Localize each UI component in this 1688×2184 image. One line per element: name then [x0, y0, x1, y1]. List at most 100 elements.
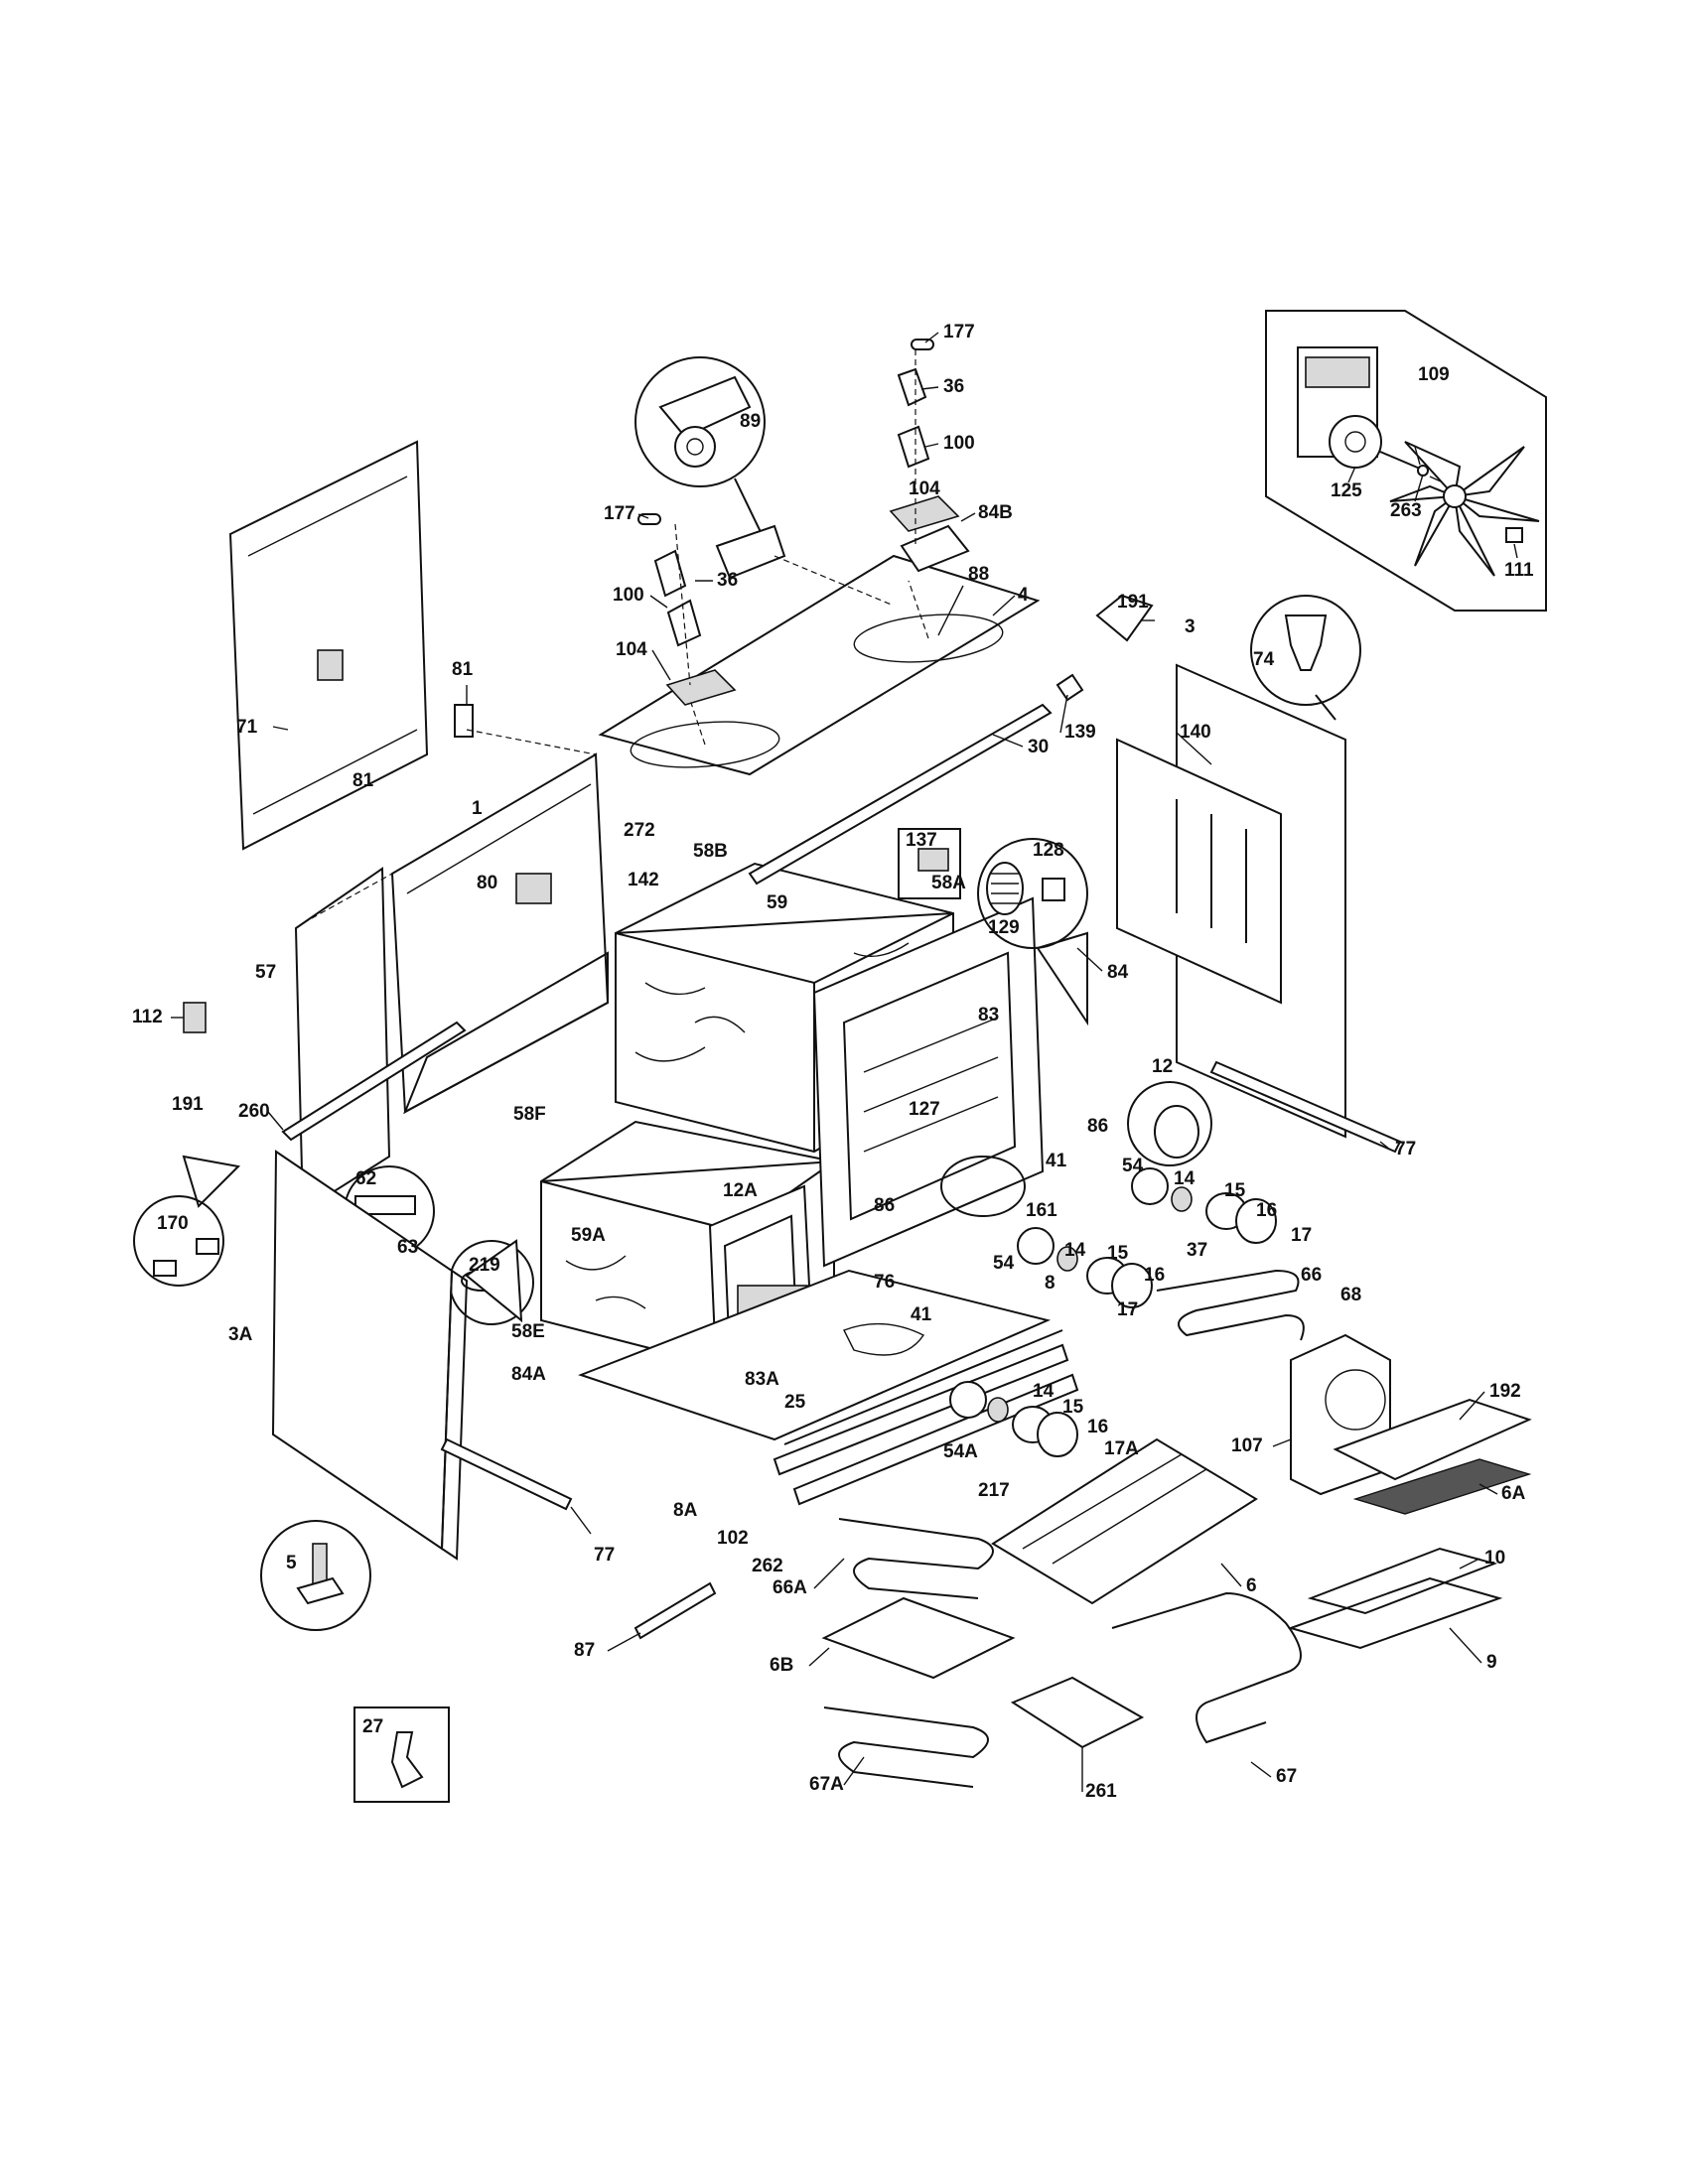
back-wall-71 — [228, 440, 474, 851]
label-17-mid: 17 — [1117, 1299, 1138, 1320]
label-54-mid: 54 — [993, 1253, 1015, 1274]
label-10: 10 — [1484, 1548, 1505, 1569]
label-1: 1 — [472, 798, 483, 819]
label-217: 217 — [978, 1480, 1010, 1501]
rail-30 — [748, 703, 1053, 886]
label-112: 112 — [132, 1007, 163, 1027]
leveling-kit-170 — [133, 1195, 224, 1287]
part-labels: 177 36 100 104 84B 89 177 36 100 104 88 … — [132, 322, 1534, 1802]
label-62: 62 — [355, 1168, 376, 1189]
relay-137 — [898, 828, 961, 899]
label-58F: 58F — [513, 1104, 546, 1125]
label-191-left: 191 — [172, 1094, 204, 1115]
label-109: 109 — [1418, 364, 1450, 385]
label-71: 71 — [236, 717, 258, 738]
label-12: 12 — [1152, 1056, 1173, 1077]
element-67 — [1111, 1591, 1302, 1744]
label-8: 8 — [1045, 1273, 1055, 1294]
bracket-139 — [1055, 673, 1084, 702]
label-27: 27 — [362, 1716, 383, 1737]
rail-77-left — [440, 1437, 573, 1511]
label-6A: 6A — [1501, 1483, 1526, 1504]
label-89: 89 — [740, 411, 761, 432]
label-3: 3 — [1185, 616, 1196, 637]
label-5: 5 — [286, 1553, 297, 1573]
label-102: 102 — [717, 1528, 749, 1549]
light-socket-74 — [1250, 595, 1361, 721]
bracket-191-top — [1095, 594, 1154, 642]
label-137: 137 — [906, 830, 937, 851]
label-16-mid: 16 — [1144, 1265, 1165, 1286]
label-104-left: 104 — [616, 639, 647, 660]
label-83: 83 — [978, 1005, 999, 1025]
label-83A: 83A — [745, 1369, 779, 1390]
label-57: 57 — [255, 962, 276, 983]
label-16-upper: 16 — [1256, 1200, 1277, 1221]
label-125: 125 — [1331, 480, 1362, 501]
label-14-lower: 14 — [1033, 1381, 1055, 1402]
bracket-191-left — [182, 1155, 241, 1208]
rack-192 — [1333, 1398, 1532, 1515]
label-68: 68 — [1340, 1285, 1361, 1305]
label-67: 67 — [1276, 1766, 1297, 1787]
side-panel-57 — [294, 867, 393, 1213]
label-58B: 58B — [693, 841, 728, 862]
label-16-lower: 16 — [1087, 1417, 1108, 1437]
broil-pan-10-9 — [1287, 1547, 1503, 1650]
label-191-top: 191 — [1117, 592, 1149, 613]
label-14-upper: 14 — [1174, 1168, 1196, 1189]
convection-fan-inset — [1265, 310, 1547, 612]
label-84: 84 — [1107, 962, 1129, 983]
label-36-left: 36 — [717, 570, 738, 591]
label-262: 262 — [752, 1556, 783, 1576]
clip-27-box — [353, 1706, 450, 1803]
label-107: 107 — [1231, 1435, 1263, 1456]
light-assembly-upper — [1131, 1167, 1277, 1244]
label-3A: 3A — [228, 1324, 253, 1345]
label-104-top: 104 — [909, 478, 940, 499]
rear-frame-1 — [390, 729, 610, 1115]
label-41-lower: 41 — [911, 1304, 932, 1325]
label-77-left: 77 — [594, 1545, 615, 1566]
label-41-upper: 41 — [1046, 1151, 1067, 1171]
bracket-84A — [465, 1239, 523, 1323]
label-142: 142 — [628, 870, 659, 890]
rack-6 — [991, 1437, 1258, 1605]
fan-blade — [1389, 441, 1540, 577]
label-6: 6 — [1246, 1575, 1257, 1596]
side-panel-3A — [271, 1150, 469, 1561]
label-140: 140 — [1180, 722, 1211, 743]
label-4: 4 — [1018, 585, 1029, 606]
light-assembly-lower — [949, 1381, 1078, 1457]
leader-lines — [171, 332, 1498, 1792]
bottom-panel-8A — [578, 1269, 1063, 1445]
label-161: 161 — [1026, 1200, 1057, 1221]
label-30: 30 — [1028, 737, 1049, 757]
label-77-right: 77 — [1395, 1139, 1416, 1160]
label-36-top: 36 — [943, 376, 964, 397]
label-192: 192 — [1489, 1381, 1521, 1402]
rail-260 — [281, 1021, 467, 1142]
door-frame-83 — [812, 896, 1045, 1268]
label-54-upper: 54 — [1122, 1156, 1144, 1176]
label-100-left: 100 — [613, 585, 644, 606]
label-17-upper: 17 — [1291, 1225, 1312, 1246]
label-139: 139 — [1064, 722, 1096, 743]
bracket-87 — [633, 1581, 717, 1640]
label-12A: 12A — [723, 1180, 758, 1201]
label-9: 9 — [1486, 1652, 1497, 1673]
label-66: 66 — [1301, 1265, 1322, 1286]
label-74: 74 — [1253, 649, 1275, 670]
label-58E: 58E — [511, 1321, 545, 1342]
label-86-mid: 86 — [874, 1195, 895, 1216]
bracket-112 — [183, 1002, 207, 1033]
bracket-84 — [1036, 931, 1088, 1026]
label-14-mid: 14 — [1064, 1240, 1086, 1261]
label-261: 261 — [1085, 1781, 1117, 1802]
broil-pan-261 — [1010, 1676, 1145, 1749]
blower-detail-89 — [634, 356, 895, 607]
label-260: 260 — [238, 1101, 270, 1122]
right-side-panel-3 — [1116, 663, 1346, 1139]
label-25: 25 — [784, 1392, 806, 1413]
